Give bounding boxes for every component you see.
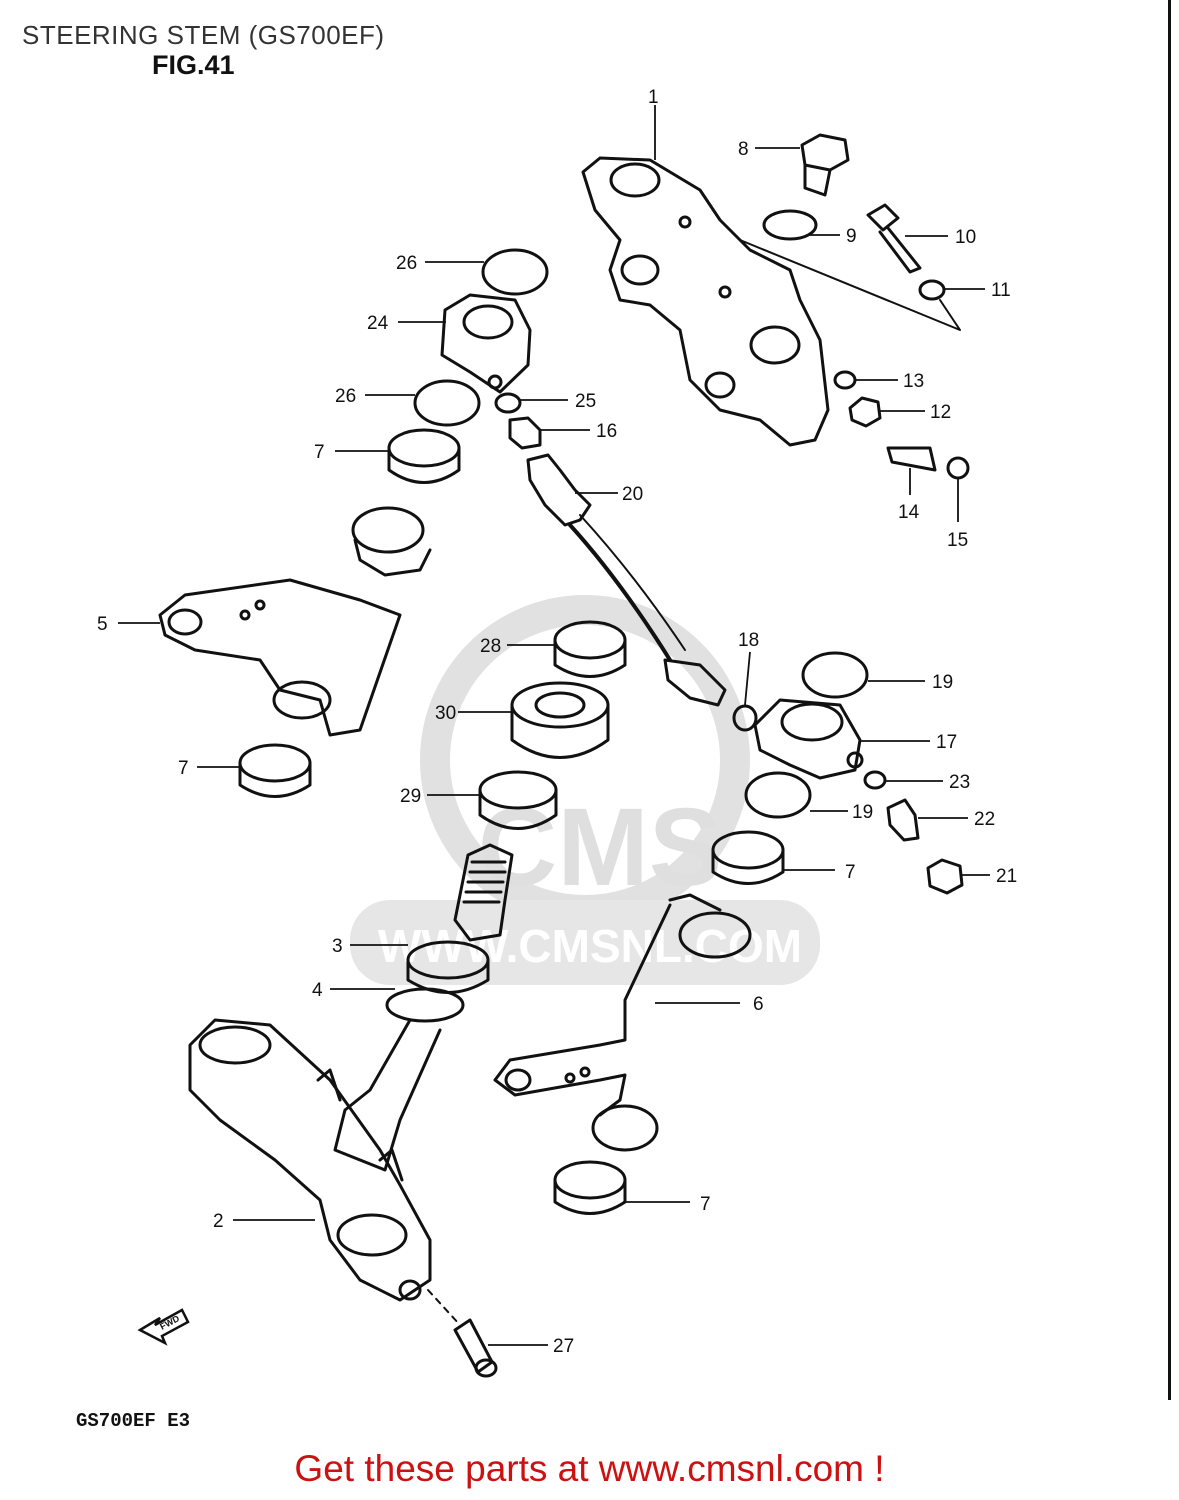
callout-18: 18 (738, 630, 759, 651)
callout-1: 1 (648, 87, 659, 108)
nut-28 (553, 620, 627, 678)
parts-link-banner[interactable]: Get these parts at www.cmsnl.com ! (294, 1448, 885, 1489)
fitting-16 (508, 416, 542, 450)
callout-12: 12 (930, 402, 951, 423)
callout-16: 16 (596, 421, 617, 442)
bolt-10 (866, 203, 922, 274)
callout-2: 2 (213, 1211, 224, 1232)
fwd-arrow: FWD (137, 1308, 190, 1346)
bolt-14 (886, 446, 937, 472)
model-code: GS700EF E3 (76, 1410, 191, 1432)
headlight-bracket-5 (158, 506, 432, 737)
callout-8: 8 (738, 139, 749, 160)
nut-21 (926, 858, 964, 895)
callout-19-b: 19 (852, 802, 873, 823)
watermark-url: WWW.CMSNL.COM (378, 920, 802, 972)
callout-17: 17 (936, 732, 957, 753)
steering-stem-diagram: CMS WWW.CMSNL.COM (97, 87, 1017, 1378)
callout-3: 3 (332, 936, 343, 957)
bearing-29 (478, 770, 558, 830)
callout-7-c: 7 (845, 862, 856, 883)
ring-26-lower (413, 379, 481, 427)
callout-22: 22 (974, 809, 995, 830)
washer-11 (918, 279, 946, 301)
ring-19-lower (744, 771, 812, 819)
fitting-22 (886, 798, 920, 842)
callout-5: 5 (97, 614, 108, 635)
page-title: STEERING STEM (GS700EF) (22, 20, 385, 50)
housing-24 (440, 293, 532, 394)
seal-7-a (387, 428, 461, 484)
callout-27: 27 (553, 1336, 574, 1357)
callout-11: 11 (991, 280, 1011, 301)
callout-29: 29 (400, 786, 421, 807)
callout-24: 24 (367, 313, 389, 334)
upper-bracket (581, 156, 830, 447)
seal-7-b (238, 743, 312, 798)
callout-25: 25 (575, 391, 596, 412)
callout-23: 23 (949, 772, 970, 793)
page-edge-rule (1168, 0, 1171, 1400)
watermark-brand: CMS (478, 786, 722, 909)
callout-4: 4 (312, 980, 323, 1001)
callout-9: 9 (846, 226, 857, 247)
oring-18 (732, 704, 758, 732)
callout-numbers: 1 2 3 4 5 6 7 7 7 7 8 9 10 11 12 13 14 1… (97, 87, 1017, 1357)
callout-20: 20 (622, 484, 643, 505)
callout-26-b: 26 (335, 386, 356, 407)
cmsnl-watermark: CMS WWW.CMSNL.COM (350, 595, 820, 985)
housing-17 (753, 698, 864, 780)
ring-19-upper (801, 651, 869, 699)
washer-13 (833, 370, 857, 390)
oring-23 (863, 770, 887, 790)
callout-19-a: 19 (932, 672, 953, 693)
callout-15: 15 (947, 530, 968, 551)
headlight-bracket-6 (493, 893, 752, 1152)
callout-7-d: 7 (700, 1194, 711, 1215)
figure-number: FIG.41 (152, 50, 235, 80)
oring-25 (494, 392, 522, 414)
hose-20 (526, 453, 727, 707)
washer-9 (762, 209, 818, 241)
leader-lines (118, 105, 990, 1346)
callout-7-a: 7 (314, 442, 325, 463)
callout-10: 10 (955, 227, 976, 248)
bolt-8 (800, 133, 850, 197)
callout-6: 6 (753, 994, 764, 1015)
bolt-27 (427, 1289, 498, 1378)
callout-26-a: 26 (396, 253, 417, 274)
cover-30 (510, 681, 610, 759)
callout-30: 30 (435, 703, 456, 724)
seal-7-d (553, 1160, 627, 1215)
washer-15 (946, 456, 970, 480)
seal-7-c (711, 830, 785, 885)
nut-12 (848, 396, 882, 428)
callout-21: 21 (996, 866, 1017, 887)
callout-28: 28 (480, 636, 501, 657)
callout-13: 13 (903, 371, 924, 392)
steering-stem-2 (188, 843, 514, 1302)
ring-26-upper (481, 248, 549, 296)
callout-7-b: 7 (178, 758, 189, 779)
callout-14: 14 (898, 502, 920, 523)
